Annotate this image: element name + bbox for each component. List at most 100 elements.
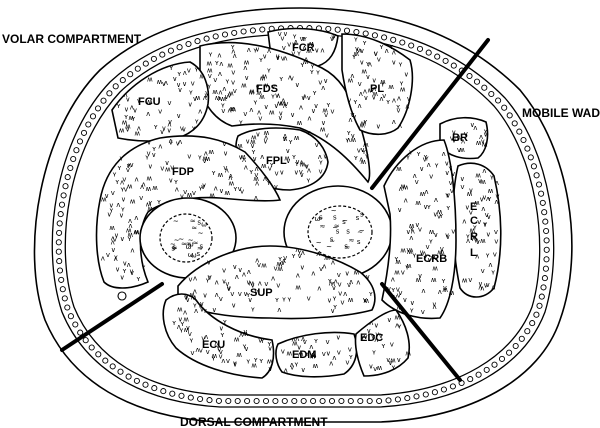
fibre-mark: ʍ: [212, 352, 218, 360]
fascia-bead: [371, 32, 378, 39]
fascia-bead: [94, 105, 102, 112]
fibre-mark: ∨: [359, 59, 364, 67]
fibre-mark: ʏ: [445, 191, 449, 199]
fibre-mark: v: [476, 238, 480, 246]
fibre-mark: ʌ: [271, 275, 275, 283]
fibre-mark: ʏ: [152, 145, 156, 153]
fibre-mark: ∨: [360, 47, 365, 55]
fascia-bead: [62, 183, 69, 190]
fibre-mark: ʍ: [353, 50, 359, 58]
fibre-mark: ∨: [468, 186, 473, 194]
fascia-bead: [58, 201, 66, 208]
fibre-mark: v: [217, 346, 221, 354]
fibre-mark: ʍ: [297, 119, 303, 127]
fibre-mark: ʌ: [424, 188, 428, 196]
fibre-mark: ʏ: [180, 320, 184, 328]
fibre-mark: ʌ: [283, 55, 287, 63]
fibre-mark: ʏ: [326, 101, 330, 109]
fibre-mark: v: [494, 228, 498, 236]
fibre-mark: ʍ: [442, 286, 448, 294]
fibre-mark: ʍ: [324, 254, 330, 262]
fibre-mark: v: [460, 183, 464, 191]
bone-mark: ≈: [344, 244, 350, 252]
fibre-mark: ʍ: [430, 254, 436, 262]
fibre-mark: ʏ: [389, 43, 393, 51]
fibre-mark: ʌ: [135, 176, 139, 184]
fibre-mark: ʏ: [260, 337, 264, 345]
fibre-mark: ʌ: [409, 246, 413, 254]
fibre-mark: ʌ: [276, 92, 280, 100]
fibre-mark: ʌ: [140, 183, 144, 191]
fibre-mark: ∨: [478, 280, 483, 288]
fibre-mark: ʍ: [109, 224, 115, 232]
fibre-mark: ʍ: [292, 339, 298, 347]
fibre-mark: v: [167, 99, 171, 107]
fibre-mark: ∨: [282, 135, 287, 143]
fibre-mark: ∨: [366, 327, 371, 335]
fibre-mark: ∨: [204, 92, 209, 100]
fibre-mark: ʌ: [422, 250, 426, 258]
fibre-mark: ʌ: [466, 237, 470, 245]
bone-mark: ~: [317, 215, 323, 223]
fibre-mark: ∨: [410, 299, 415, 307]
fibre-mark: ʌ: [392, 96, 396, 104]
fibre-mark: v: [281, 348, 285, 356]
bone-mark: s: [356, 214, 360, 222]
fibre-mark: ∨: [176, 81, 181, 89]
fibre-mark: v: [440, 245, 444, 253]
fibre-mark: ʏ: [251, 305, 255, 313]
fibre-mark: ʍ: [165, 166, 171, 174]
fibre-mark: ʏ: [301, 35, 305, 43]
fibre-mark: ʌ: [247, 268, 251, 276]
fibre-mark: ∨: [311, 107, 316, 115]
fascia-bead: [498, 355, 506, 362]
fibre-mark: v: [284, 100, 288, 108]
fibre-mark: ʌ: [164, 79, 168, 87]
bone-mark: ~: [329, 237, 335, 245]
fibre-mark: ʏ: [429, 237, 433, 245]
muscle-edm-outline: [275, 331, 358, 378]
fibre-mark: ∨: [275, 52, 280, 60]
bone-mark: ≈: [193, 239, 199, 247]
fibre-mark: ʌ: [221, 357, 225, 365]
fibre-mark: ʏ: [425, 154, 429, 162]
fibre-mark: ʍ: [467, 190, 473, 198]
fibre-mark: ʏ: [154, 123, 158, 131]
fibre-mark: v: [219, 353, 223, 361]
bone-mark: ~: [342, 217, 348, 225]
fibre-mark: v: [207, 273, 211, 281]
fibre-mark: ʌ: [399, 185, 403, 193]
fibre-mark: ʌ: [488, 261, 492, 269]
fibre-mark: v: [415, 178, 419, 186]
fibre-mark: ʌ: [130, 247, 134, 255]
fibre-mark: ʏ: [363, 118, 367, 126]
fibre-mark: v: [390, 340, 394, 348]
fascia-bead: [539, 199, 546, 206]
fibre-mark: ∨: [368, 363, 373, 371]
fibre-mark: ∨: [122, 259, 127, 267]
fibre-mark: v: [382, 92, 386, 100]
fibre-mark: v: [227, 285, 231, 293]
fibre-mark: ∨: [231, 302, 236, 310]
fibre-mark: ʏ: [394, 255, 398, 263]
fibre-mark: ʌ: [111, 234, 115, 242]
fibre-mark: ʍ: [372, 90, 378, 98]
fibre-mark: v: [373, 365, 377, 373]
fibre-mark: v: [290, 75, 294, 83]
fibre-mark: ʏ: [109, 207, 113, 215]
fibre-mark: v: [452, 137, 456, 145]
fibre-mark: ʌ: [204, 333, 208, 341]
fibre-mark: ʌ: [334, 277, 338, 285]
fibre-mark: ʌ: [398, 122, 402, 130]
bone-mark: s: [197, 250, 201, 258]
fibre-mark: ʏ: [249, 168, 253, 176]
fibre-mark: v: [324, 111, 328, 119]
fibre-mark: ʍ: [380, 78, 386, 86]
fibre-mark: ∨: [326, 349, 331, 357]
fibre-mark: ʌ: [219, 60, 223, 68]
fibre-mark: ʌ: [225, 166, 229, 174]
bone-mark: ~: [332, 224, 338, 232]
fibre-mark: ʌ: [177, 323, 181, 331]
fascia-bead: [56, 220, 63, 227]
fibre-mark: ∨: [114, 231, 119, 239]
